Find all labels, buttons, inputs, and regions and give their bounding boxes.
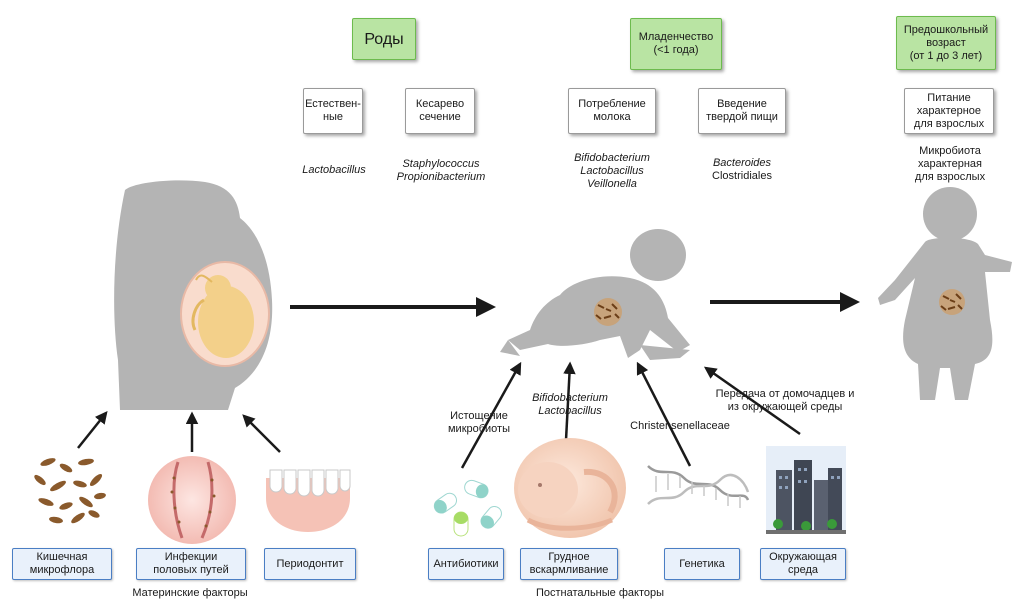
transfer-label: Передача от домочадцев и из окружающей с… xyxy=(704,388,866,414)
arrow-genetics xyxy=(636,361,692,467)
genetics-family-label: Christensenellaceae xyxy=(630,420,730,432)
stage-infancy-line-2: (<1 года) xyxy=(653,44,699,56)
solid-bacteria-line-2: Clostridiales xyxy=(712,170,772,182)
stage-infancy: Младенчество (<1 года) xyxy=(630,18,722,70)
depletion-label: Истощение микробиоты xyxy=(444,410,514,436)
factor-genital-infection-line-2: половых путей xyxy=(153,564,229,576)
pills-icon xyxy=(433,479,502,537)
milk-bacteria-label: Bifidobacterium Lactobacillus Veillonell… xyxy=(562,152,662,191)
factor-environment: Окружающая среда xyxy=(760,548,846,580)
breast-bacteria-label: Bifidobacterium Lactobacillus xyxy=(522,392,618,418)
breast-bacteria-line-2: Lactobacillus xyxy=(538,405,602,417)
factor-environment-line-1: Окружающая xyxy=(769,551,837,563)
adult-diet-line-3: для взрослых xyxy=(913,117,985,130)
arrow-environment xyxy=(703,366,801,436)
natural-bacteria-label: Lactobacillus xyxy=(302,164,366,176)
milk-bacteria-line-3: Veillonella xyxy=(587,178,637,190)
bacteria-cluster-icon xyxy=(939,289,965,315)
bacteria-icon xyxy=(34,458,106,524)
delivery-csection-line-1: Кесарево xyxy=(415,98,465,110)
adult-microbiota-line-2: характерная xyxy=(918,158,982,170)
factor-gut-microflora: Кишечная микрофлора xyxy=(12,548,112,580)
factor-environment-line-2: среда xyxy=(787,564,819,576)
depletion-line-2: микробиоты xyxy=(447,423,511,435)
factor-breastfeeding-line-1: Грудное xyxy=(548,551,590,563)
maternal-factors-caption: Материнские факторы xyxy=(132,587,248,599)
factor-periodontitis: Периодонтит xyxy=(264,548,356,580)
factor-genital-infection: Инфекции половых путей xyxy=(136,548,246,580)
solid-food-box: Введение твердой пищи xyxy=(698,88,786,134)
stage-infancy-line-1: Младенчество xyxy=(638,31,714,43)
transfer-line-2: из окружающей среды xyxy=(727,401,843,413)
factor-breastfeeding: Грудное вскармливание xyxy=(520,548,618,580)
bacteria-cluster-icon xyxy=(594,298,622,326)
milk-consumption-line-1: Потребление xyxy=(578,98,646,110)
delivery-natural-line-2: ные xyxy=(322,111,344,123)
postnatal-factors-caption: Постнатальные факторы xyxy=(535,587,664,599)
csection-bacteria-label: Staphylococcus Propionibacterium xyxy=(386,158,496,184)
factor-genital-infection-line-1: Инфекции xyxy=(164,551,218,563)
milk-bacteria-line-1: Bifidobacterium xyxy=(574,152,650,164)
delivery-csection-box: Кесарево сечение xyxy=(405,88,475,134)
fetus-icon xyxy=(191,274,254,358)
stage-birth: Роды xyxy=(352,18,416,60)
dna-icon xyxy=(647,465,750,508)
delivery-csection-line-2: сечение xyxy=(419,111,461,123)
csection-bacteria-line-1: Staphylococcus xyxy=(402,158,480,170)
breast-bacteria-line-1: Bifidobacterium xyxy=(532,392,608,404)
adult-microbiota-line-3: для взрослых xyxy=(914,171,986,183)
solid-bacteria-label: Bacteroides Clostridiales xyxy=(694,157,790,183)
milk-bacteria-line-2: Lactobacillus xyxy=(580,165,644,177)
depletion-line-1: Истощение xyxy=(450,410,508,422)
solid-bacteria-line-1: Bacteroides xyxy=(712,157,772,169)
crawling-infant-icon xyxy=(500,229,690,360)
factor-gut-microflora-line-1: Кишечная xyxy=(36,551,88,563)
adult-diet-line-1: Питание xyxy=(927,91,971,104)
stage-preschool-line-2: возраст xyxy=(926,36,966,49)
adult-microbiota-label: Микробиота характерная для взрослых xyxy=(902,145,998,184)
genital-tract-icon xyxy=(148,456,236,544)
arrow-periodontitis xyxy=(242,414,281,453)
milk-consumption-box: Потребление молока xyxy=(568,88,656,134)
breastfeeding-icon xyxy=(514,438,626,538)
factor-antibiotics: Антибиотики xyxy=(428,548,504,580)
pregnant-woman-icon xyxy=(114,180,273,410)
arrow-antibiotics xyxy=(460,361,522,469)
delivery-natural-line-1: Естествен- xyxy=(305,98,361,110)
csection-bacteria-line-2: Propionibacterium xyxy=(396,171,486,183)
stage-preschool-line-1: Предошкольный xyxy=(903,23,989,36)
arrow-breastfeeding xyxy=(563,361,576,441)
toddler-icon xyxy=(878,187,1012,400)
factor-antibiotics-line-1: Антибиотики xyxy=(433,557,499,570)
adult-diet-line-2: характерное xyxy=(916,104,982,117)
stage-preschool-line-3: (от 1 до 3 лет) xyxy=(909,49,983,62)
factor-breastfeeding-line-2: вскармливание xyxy=(529,564,609,576)
delivery-natural-box: Естествен- ные xyxy=(303,88,363,134)
adult-microbiota-line-1: Микробиота xyxy=(919,145,981,157)
solid-food-line-2: твердой пищи xyxy=(706,111,778,123)
milk-consumption-line-2: молока xyxy=(593,111,631,123)
solid-food-line-1: Введение xyxy=(717,98,767,110)
adult-diet-box: Питание характерное для взрослых xyxy=(904,88,994,134)
city-icon xyxy=(766,446,846,534)
stage-preschool: Предошкольный возраст (от 1 до 3 лет) xyxy=(896,16,996,70)
factor-periodontitis-line-1: Периодонтит xyxy=(276,557,344,570)
stage-birth-label: Роды xyxy=(364,30,404,48)
factor-gut-microflora-line-2: микрофлора xyxy=(29,564,95,576)
teeth-icon xyxy=(266,469,351,532)
factor-genetics-line-1: Генетика xyxy=(679,557,725,570)
arrow-gut-microflora xyxy=(77,411,108,449)
transfer-line-1: Передача от домочадцев и xyxy=(715,388,855,400)
factor-genetics: Генетика xyxy=(664,548,740,580)
